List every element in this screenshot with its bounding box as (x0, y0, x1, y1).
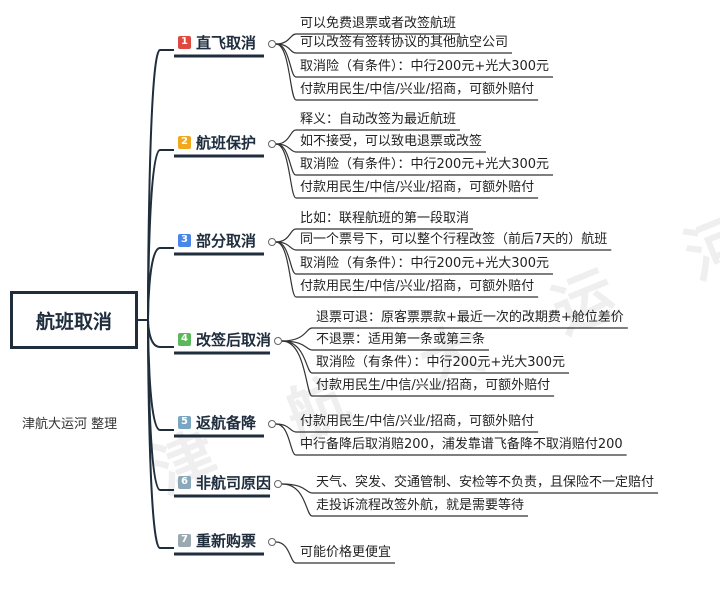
leaf-text[interactable]: 天气、突发、交通管制、安检等不负责，且保险不一定赔付 (316, 475, 655, 490)
leaf-text[interactable]: 付款用民生/中信/兴业/招商，可额外赔付 (300, 414, 535, 429)
leaf-text[interactable]: 取消险（有条件）：中行200元+光大300元 (300, 157, 550, 172)
leaf-text[interactable]: 付款用民生/中信/兴业/招商，可额外赔付 (300, 82, 535, 97)
branch-label: 重新购票 (196, 531, 257, 550)
number-badge-icon: 4 (178, 332, 191, 346)
branch-label: 直飞取消 (196, 33, 257, 52)
branch-label: 部分取消 (196, 231, 257, 250)
leaf-text[interactable]: 释义：自动改签为最近航班 (300, 112, 457, 127)
leaf-text[interactable]: 可以改签有签转协议的其他航空公司 (300, 35, 509, 50)
collapse-toggle-icon (274, 337, 282, 345)
leaf-text[interactable]: 付款用民生/中信/兴业/招商，可额外赔付 (300, 180, 535, 195)
leaf-text[interactable]: 取消险（有条件）：中行200元+光大300元 (316, 355, 566, 370)
collapse-toggle-icon (268, 140, 276, 148)
branch-1[interactable]: 1 直飞取消 (178, 30, 256, 54)
leaf-text[interactable]: 退票可退：原客票票款+最近一次的改期费+舱位差价 (316, 310, 624, 325)
number-badge-icon: 1 (178, 35, 191, 49)
credit-text: 津航大运河 整理 (22, 417, 118, 432)
leaf-text[interactable]: 取消险（有条件）：中行200元+光大300元 (300, 59, 550, 74)
branch-label: 改签后取消 (196, 330, 272, 349)
leaf-text[interactable]: 取消险（有条件）：中行200元+光大300元 (300, 256, 550, 271)
branch-label: 航班保护 (196, 133, 257, 152)
leaf-text[interactable]: 付款用民生/中信/兴业/招商，可额外赔付 (300, 279, 535, 294)
leaf-text[interactable]: 可以免费退票或者改签航班 (300, 16, 457, 31)
leaf-text[interactable]: 中行备降后取消赔200，浦发靠谱飞备降不取消赔付200 (300, 437, 623, 452)
root-label: 航班取消 (35, 310, 112, 333)
collapse-toggle-icon (268, 40, 276, 48)
branch-7[interactable]: 7 重新购票 (178, 528, 256, 552)
leaf-text[interactable]: 不退票：适用第一条或第三条 (316, 332, 486, 347)
collapse-toggle-icon (268, 238, 276, 246)
leaf-text[interactable]: 可能价格更便宜 (300, 545, 392, 560)
number-badge-icon: 3 (178, 233, 191, 247)
branch-4[interactable]: 4 改签后取消 (178, 327, 271, 351)
leaf-text[interactable]: 比如：联程航班的第一段取消 (300, 211, 470, 226)
number-badge-icon: 7 (178, 533, 191, 547)
collapse-toggle-icon (274, 480, 282, 488)
branch-5[interactable]: 5 返航备降 (178, 410, 256, 434)
root-node[interactable]: 航班取消 (10, 291, 138, 349)
leaf-text[interactable]: 走投诉流程改签外航，就是需要等待 (316, 498, 525, 513)
number-badge-icon: 6 (178, 475, 191, 489)
branch-3[interactable]: 3 部分取消 (178, 228, 256, 252)
number-badge-icon: 5 (178, 415, 191, 429)
branch-6[interactable]: 6 非航司原因 (178, 470, 271, 494)
branch-2[interactable]: 2 航班保护 (178, 130, 256, 154)
leaf-text[interactable]: 付款用民生/中信/兴业/招商，可额外赔付 (316, 378, 551, 393)
leaf-text[interactable]: 如不接受，可以致电退票或改签 (300, 134, 483, 149)
collapse-toggle-icon (268, 538, 276, 546)
branch-label: 返航备降 (196, 413, 257, 432)
number-badge-icon: 2 (178, 135, 191, 149)
branch-label: 非航司原因 (196, 473, 272, 492)
leaf-text[interactable]: 同一个票号下，可以整个行程改签（前后7天的）航班 (300, 232, 608, 247)
